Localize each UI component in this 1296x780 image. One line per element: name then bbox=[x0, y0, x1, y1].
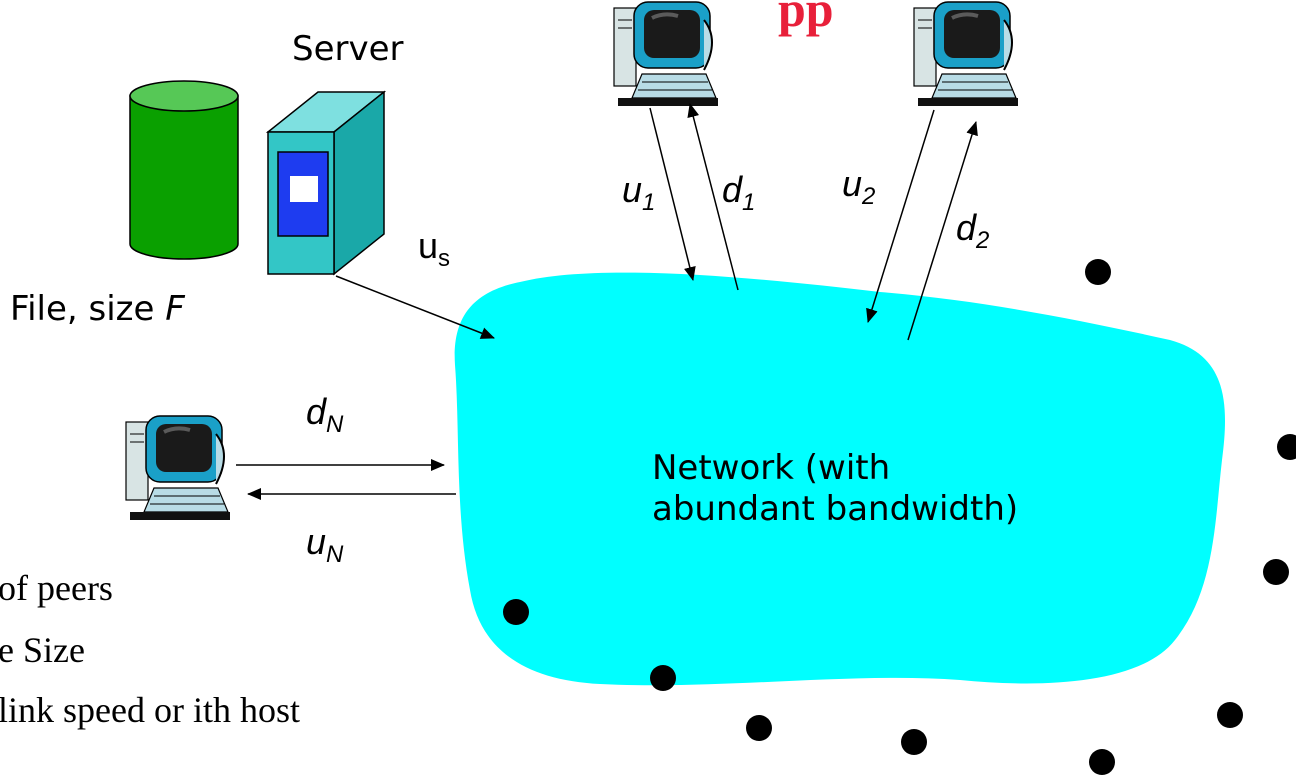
file-disk bbox=[129, 80, 239, 260]
network-label: Network (with abundant bandwidth) bbox=[652, 448, 1019, 530]
peer-1-upload-arrow bbox=[649, 107, 696, 281]
server-tower bbox=[265, 90, 387, 276]
peer-2-computer-icon bbox=[913, 1, 1018, 106]
title-fragment: pp bbox=[778, 0, 834, 37]
peer-1-download-arrow bbox=[687, 103, 739, 291]
peer-1-upload-label: u1 bbox=[622, 169, 656, 216]
bullet-text-2: e Size bbox=[0, 630, 85, 670]
server-upload-arrow bbox=[335, 275, 495, 339]
server-label: Server bbox=[292, 29, 404, 69]
network-cloud bbox=[454, 272, 1226, 686]
peer-1-computer-icon bbox=[613, 1, 718, 106]
peer-1-download-label: d1 bbox=[722, 169, 756, 216]
peer-n-download-label: dN bbox=[306, 391, 344, 438]
omitted-peers-dots bbox=[503, 259, 1296, 775]
peer-2-upload-label: u2 bbox=[842, 163, 876, 210]
peer-n-computer-icon bbox=[125, 415, 230, 520]
peer-2-download-label: d2 bbox=[956, 207, 990, 254]
peer-n-upload-label: uN bbox=[306, 521, 344, 568]
bullet-text-3: link speed or ith host bbox=[0, 690, 300, 730]
server-upload-label: us bbox=[418, 225, 451, 272]
peer-2-upload-arrow bbox=[866, 109, 935, 323]
peer-2-download-arrow bbox=[907, 121, 978, 341]
file-size-label: File, size F bbox=[10, 289, 185, 329]
bullet-text-1: of peers bbox=[0, 568, 113, 608]
